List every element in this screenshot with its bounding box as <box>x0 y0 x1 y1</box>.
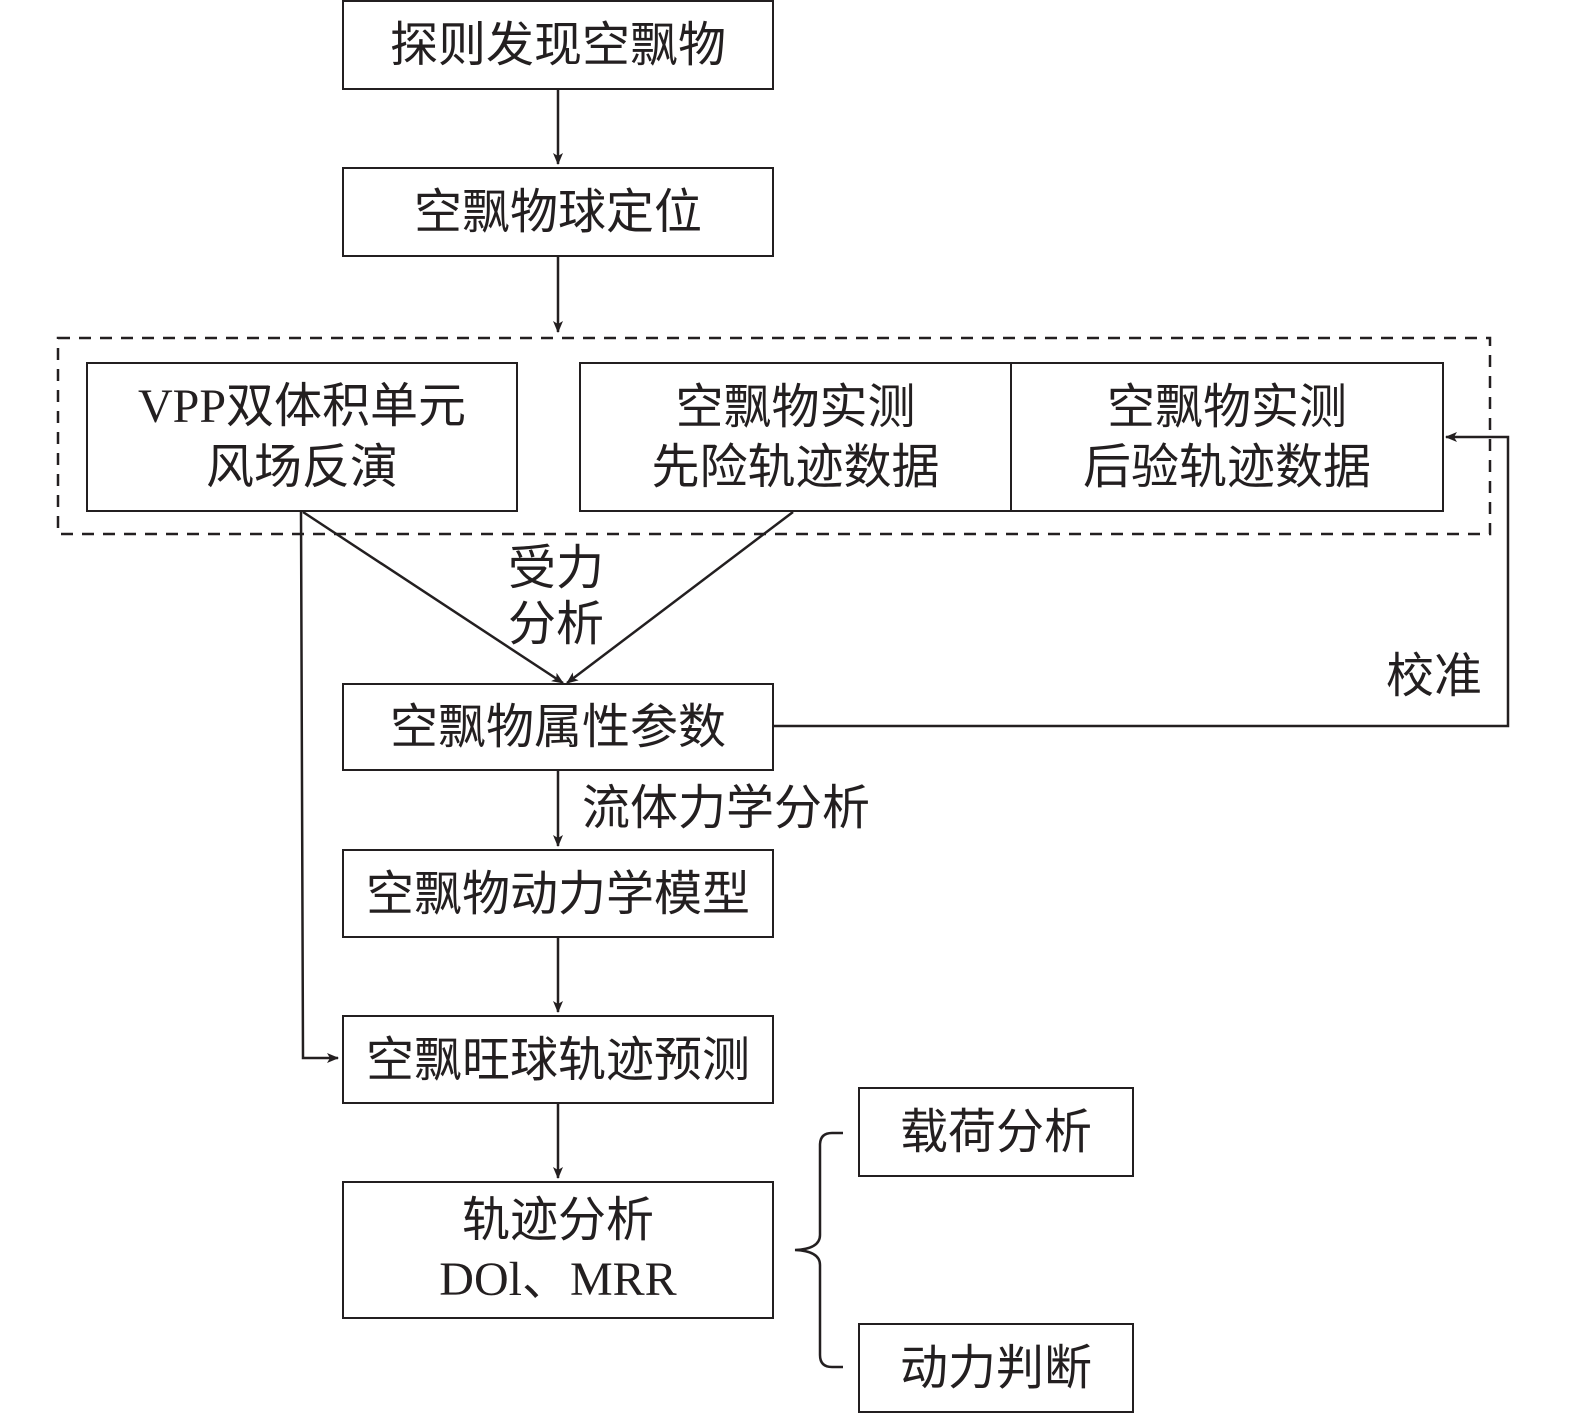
node-detect-label: 探则发现空飘物 <box>389 17 726 73</box>
bracket-brace <box>794 1131 843 1369</box>
node-locate-label: 空飘物球定位 <box>413 184 702 240</box>
node-load-label: 载荷分析 <box>899 1104 1092 1160</box>
node-locate: 空飘物球定位 <box>342 167 774 257</box>
node-prediction-label: 空飘旺球轨迹预测 <box>365 1031 750 1088</box>
arrow-wind-to-attributes <box>302 510 564 685</box>
node-load-analysis: 载荷分析 <box>858 1087 1134 1177</box>
node-power-judgment: 动力判断 <box>858 1323 1134 1413</box>
node-posterior-line2: 后验轨迹数据 <box>1082 439 1371 495</box>
label-force-analysis-line2: 分析 <box>508 596 605 652</box>
node-prior-line1: 空飘物实测 <box>675 379 916 435</box>
arrow-prior-to-attributes <box>566 511 794 684</box>
node-posterior-trajectory: 空飘物实测 后验轨迹数据 <box>1010 362 1444 512</box>
node-analysis-line2: DOl、MRR <box>439 1253 677 1306</box>
node-trajectory-prediction: 空飘旺球轨迹预测 <box>342 1015 774 1104</box>
node-wind-inversion: VPP双体积单元 风场反演 <box>86 362 518 512</box>
node-prior-line2: 先险轨迹数据 <box>651 439 940 495</box>
label-force-analysis-line1: 受力 <box>508 540 605 596</box>
node-posterior-line1: 空飘物实测 <box>1106 379 1347 435</box>
node-detect: 探则发现空飘物 <box>342 0 774 90</box>
node-analysis-line1: 轨迹分析 <box>461 1192 654 1248</box>
node-trajectory-analysis: 轨迹分析 DOl、MRR <box>342 1181 774 1319</box>
node-prior-trajectory: 空飘物实测 先险轨迹数据 <box>579 362 1012 512</box>
node-power-label: 动力判断 <box>899 1340 1092 1396</box>
node-attributes: 空飘物属性参数 <box>342 683 774 771</box>
label-fluid-mechanics: 流体力学分析 <box>582 780 871 836</box>
node-attributes-label: 空飘物属性参数 <box>389 699 726 755</box>
label-calibration: 校准 <box>1386 648 1483 704</box>
arrow-calibration-loop <box>773 432 1510 728</box>
node-dynamics-label: 空飘物动力学模型 <box>365 865 750 922</box>
node-wind-line1: VPP双体积单元 <box>137 380 467 433</box>
node-dynamics-model: 空飘物动力学模型 <box>342 849 774 938</box>
arrow-wind-to-prediction <box>299 511 339 1063</box>
input-group-frame <box>56 336 1492 536</box>
node-wind-line2: 风场反演 <box>205 439 398 495</box>
